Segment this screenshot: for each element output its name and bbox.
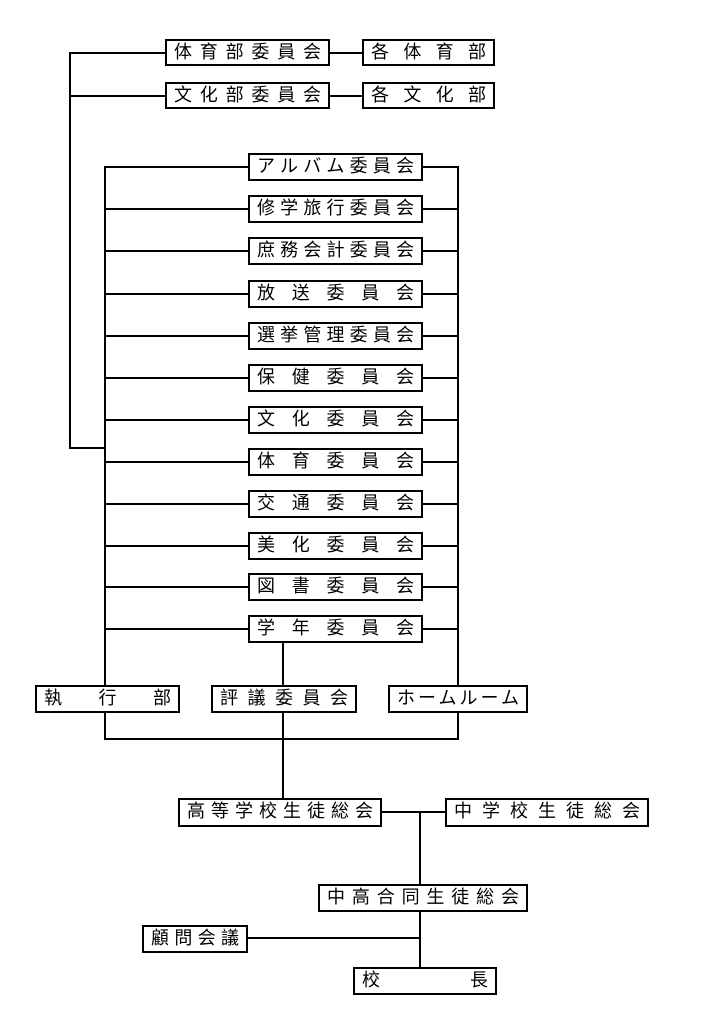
node-election-admin-committee: 選挙管理委員会 xyxy=(248,322,423,350)
node-album-committee: アルバム委員会 xyxy=(248,153,423,181)
node-sports-club-committee: 体育部委員会 xyxy=(165,39,330,66)
rail-clubs-vertical xyxy=(69,52,71,449)
node-each-sports-club: 各体育部 xyxy=(362,39,495,66)
node-council-committee: 評議委員会 xyxy=(211,685,357,713)
node-culture-club-committee: 文化部委員会 xyxy=(165,82,330,109)
connector-sports-club-committee xyxy=(69,52,165,54)
node-school-trip-committee: 修学旅行委員会 xyxy=(248,195,423,223)
node-general-affairs-accounting-committee: 庶務会計委員会 xyxy=(248,237,423,265)
connector-clubs-join xyxy=(69,447,106,449)
node-jhs-student-assembly: 中学校生徒総会 xyxy=(445,798,649,827)
node-broadcast-committee: 放送委員会 xyxy=(248,280,423,308)
node-library-committee: 図書委員会 xyxy=(248,573,423,601)
connector-each-sports-club xyxy=(330,52,362,54)
node-principal: 校長 xyxy=(353,967,497,995)
connector-each-culture-club xyxy=(330,95,362,97)
node-grade-committee: 学年委員会 xyxy=(248,615,423,643)
node-health-committee: 保健委員会 xyxy=(248,364,423,392)
node-beautification-committee: 美化委員会 xyxy=(248,532,423,560)
node-sports-committee: 体育委員会 xyxy=(248,448,423,476)
node-hs-student-assembly: 高等学校生徒総会 xyxy=(178,798,382,827)
node-homeroom: ホームルーム xyxy=(388,685,528,713)
node-each-culture-club: 各文化部 xyxy=(362,82,495,109)
node-executive-board: 執行部 xyxy=(35,685,180,713)
rail-right-vertical xyxy=(457,166,459,740)
node-advisor-council: 顧問会議 xyxy=(142,925,248,953)
node-traffic-committee: 交通委員会 xyxy=(248,490,423,518)
node-culture-committee: 文化委員会 xyxy=(248,406,423,434)
node-joint-student-assembly: 中高合同生徒総会 xyxy=(318,884,528,912)
connector-council-vertical xyxy=(282,642,284,798)
connector-assemblies xyxy=(382,811,445,813)
connector-culture-club-committee xyxy=(69,95,165,97)
connector-advisor-council xyxy=(248,937,420,939)
connector-bottom-bar xyxy=(104,738,459,740)
rail-left-vertical xyxy=(104,166,106,740)
